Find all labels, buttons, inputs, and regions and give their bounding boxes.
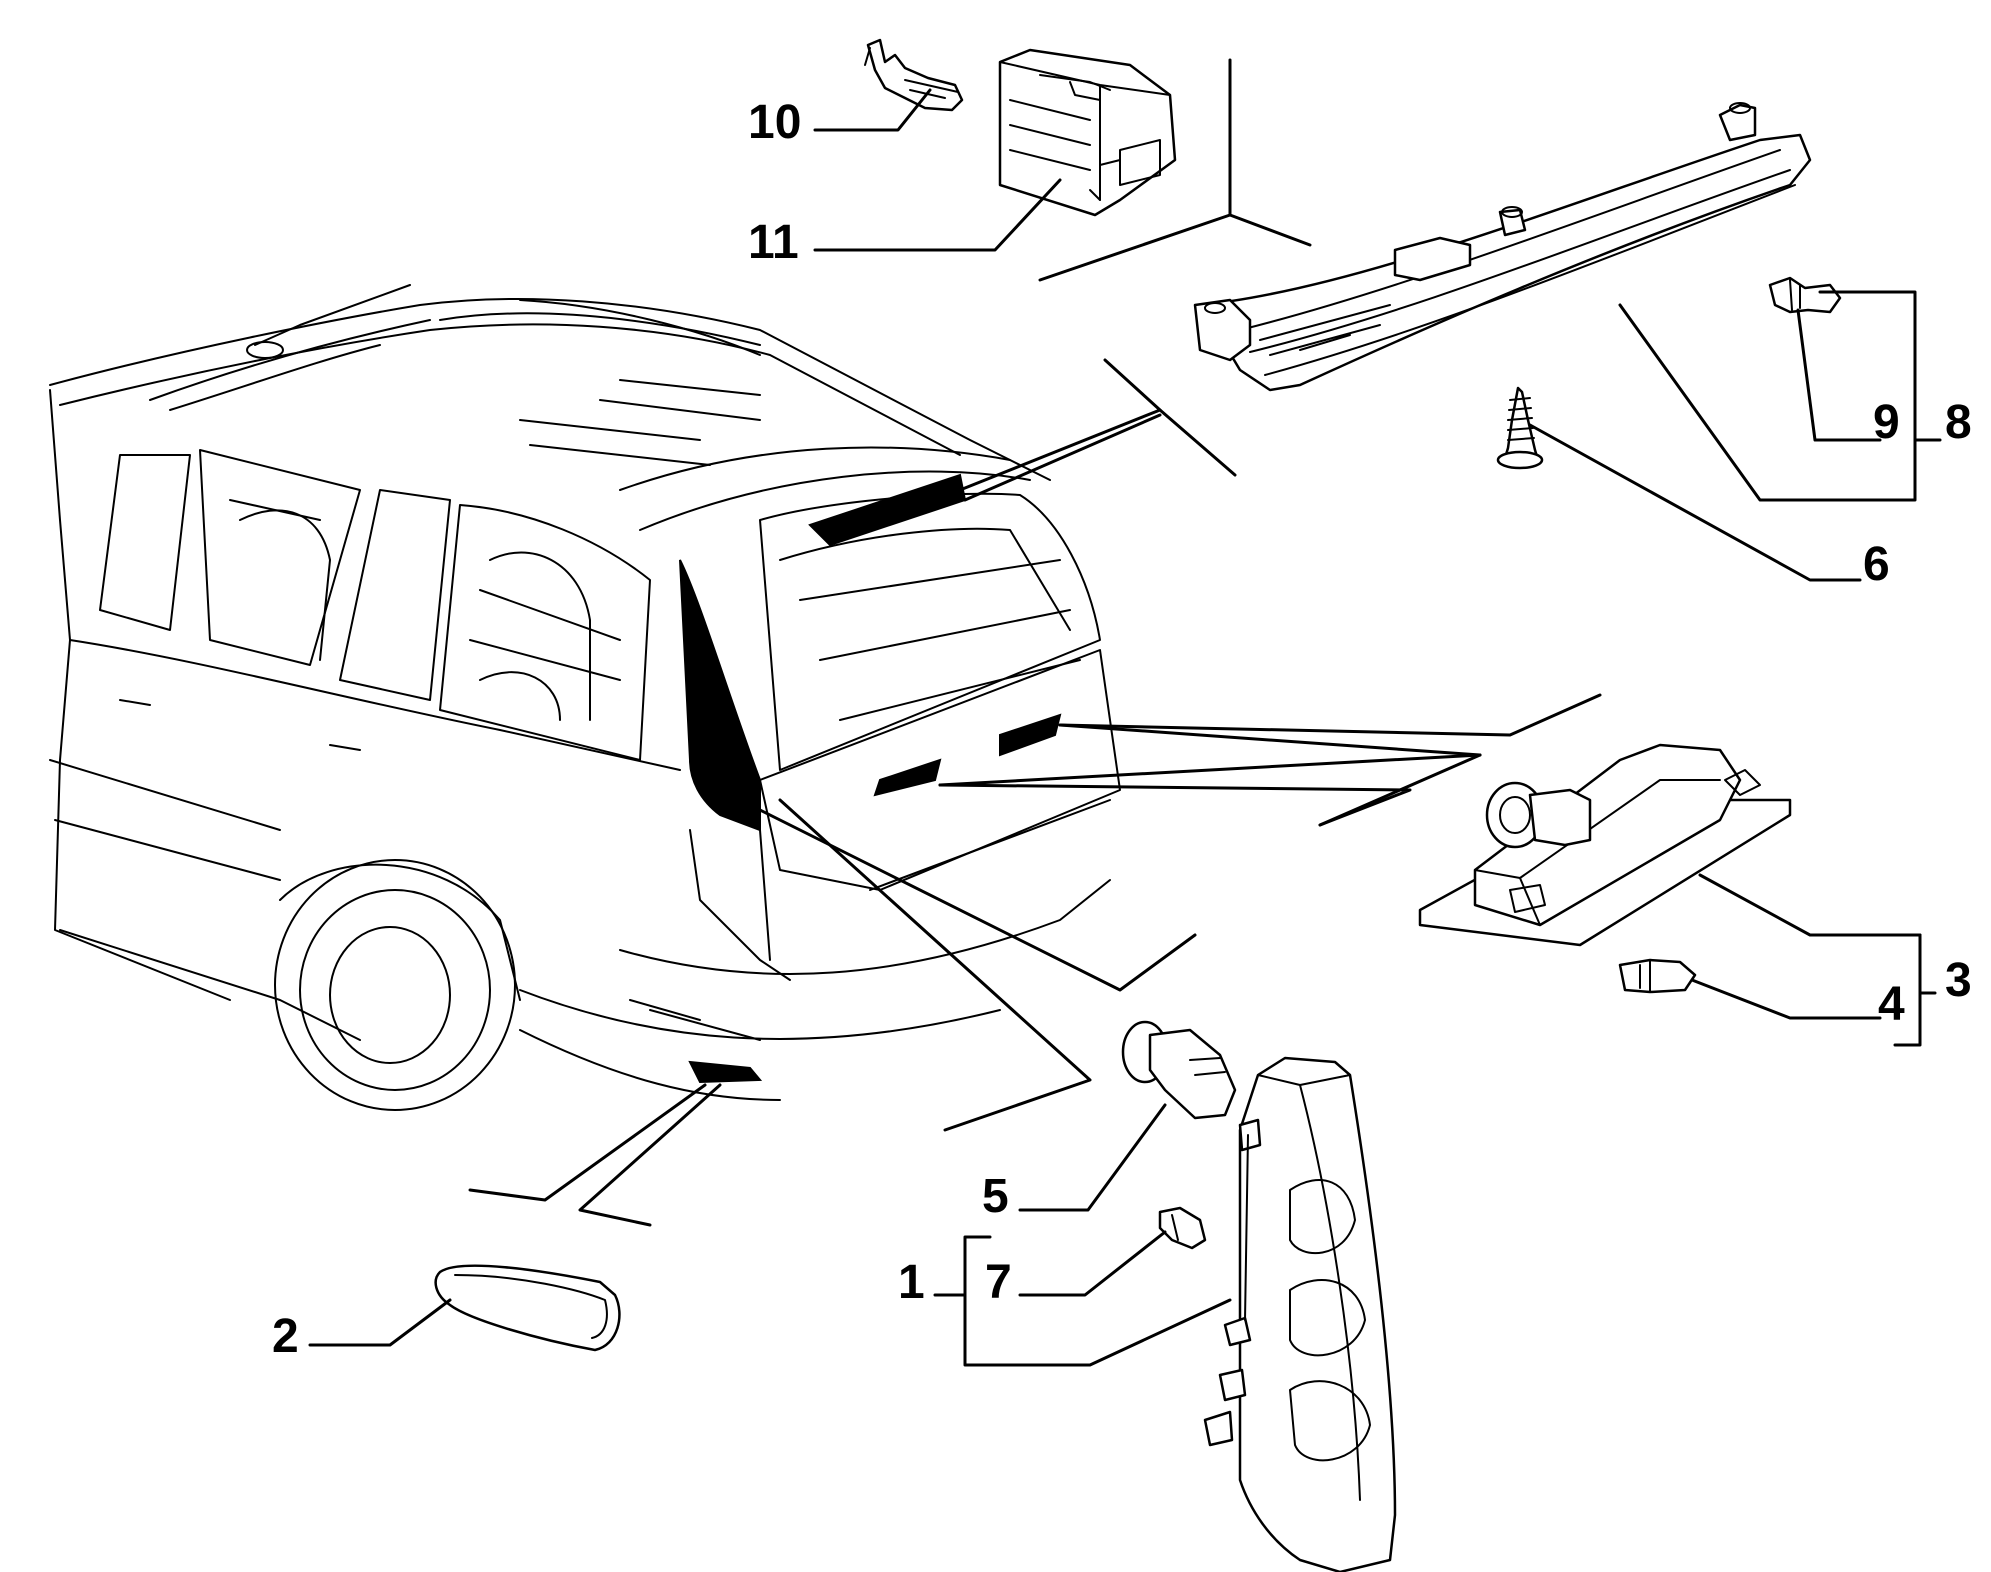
callout-3: 3 [1945, 954, 1972, 1007]
leader-lines [468, 58, 1602, 1227]
part-6-screw [1496, 386, 1544, 470]
callout-lines [308, 88, 1942, 1367]
callout-10: 10 [748, 96, 801, 149]
part-1-taillight [1203, 1056, 1397, 1572]
part-9-bulb [1768, 276, 1842, 314]
part-3-license-light [1418, 743, 1792, 947]
callout-7: 7 [985, 1256, 1012, 1309]
part-11-connector [998, 48, 1177, 217]
part-2-reflector [434, 1264, 621, 1352]
part-8-brake-light [1193, 102, 1812, 392]
part-5-bulb [1121, 1020, 1237, 1120]
part-10-terminal [864, 38, 964, 112]
callout-8: 8 [1945, 396, 1972, 449]
part-4-bulb [1618, 958, 1697, 994]
part-7-bulb [1158, 1206, 1207, 1250]
callout-6: 6 [1863, 538, 1890, 591]
callout-4: 4 [1878, 978, 1905, 1031]
callout-labels: 10 11 9 8 6 4 3 5 7 1 2 [272, 96, 1972, 1363]
callout-2: 2 [272, 1310, 299, 1363]
callout-5: 5 [982, 1170, 1009, 1223]
car-illustration [49, 284, 1121, 1111]
callout-1: 1 [898, 1256, 925, 1309]
callout-9: 9 [1873, 396, 1900, 449]
callout-11: 11 [748, 216, 799, 269]
